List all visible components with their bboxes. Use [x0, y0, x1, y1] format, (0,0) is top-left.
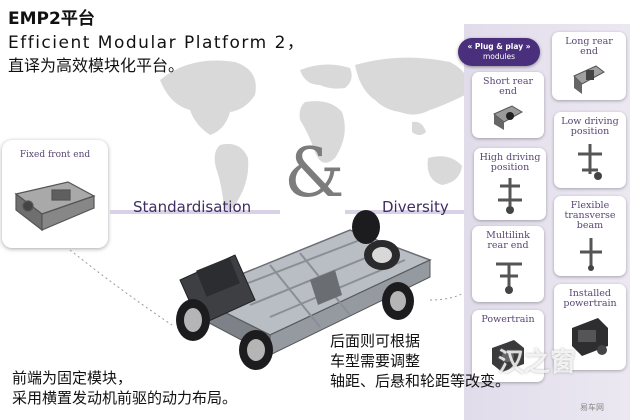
ampersand: & — [284, 134, 345, 213]
rear-caption: 后面则可根据 车型需要调整 轴距、后悬和轮距等改变。 — [330, 331, 510, 391]
rear-caption-line: 车型需要调整 — [330, 352, 421, 370]
module-label-line: position — [490, 162, 530, 173]
module-label-line: end — [499, 86, 517, 97]
high-driving-position-image — [498, 178, 522, 214]
powertrain-image — [492, 340, 524, 372]
front-end-caption-line: 前端为固定模块， — [12, 369, 133, 387]
module-label-line: powertrain — [563, 298, 617, 309]
page-subtitle: Efficient Modular Platform 2， — [8, 33, 306, 53]
module-label-line: Multilink — [486, 230, 530, 241]
module-label-line: end — [580, 46, 598, 57]
page-translation: 直译为高效模块化平台。 — [8, 56, 185, 75]
module-label-line: Powertrain — [481, 314, 535, 325]
front-end-caption-line: 采用横置发动机前驱的动力布局。 — [12, 389, 238, 407]
installed-powertrain-image — [572, 318, 608, 356]
plug-and-play-badge: « Plug & play » modules — [458, 38, 540, 66]
module-label-line: transverse — [564, 210, 616, 221]
badge-title: « Plug & play » — [467, 42, 531, 51]
flexible-transverse-beam-image — [580, 238, 602, 271]
module-label-line: Flexible — [570, 200, 610, 211]
fixed-front-end-label: Fixed front end — [19, 150, 91, 160]
module-label-line: position — [570, 126, 610, 137]
front-end-caption: 前端为固定模块， 采用横置发动机前驱的动力布局。 — [12, 368, 237, 408]
module-card-powertrain: Powertrain — [472, 310, 544, 382]
world-map — [160, 57, 468, 211]
rear-caption-line: 轴距、后悬和轮距等改变。 — [330, 372, 511, 390]
module-label-line: rear end — [487, 240, 529, 251]
diversity-label: Diversity — [382, 198, 449, 216]
module-label-line: Long rear — [565, 36, 613, 47]
module-label-line: Installed — [568, 288, 611, 299]
standardisation-bar — [110, 210, 280, 214]
module-label-line: Low driving — [561, 116, 619, 127]
module-label-line: Short rear — [482, 76, 534, 87]
watermark-source: 易车网 — [580, 403, 604, 412]
low-driving-position-image — [578, 144, 602, 180]
module-label-line: beam — [576, 220, 604, 231]
page-title: EMP2平台 — [8, 9, 95, 29]
fixed-front-end-card: Fixed front end — [2, 140, 108, 248]
watermark: 汉之窗 — [498, 348, 577, 378]
standardisation-label: Standardisation — [133, 198, 252, 216]
short-rear-end-image — [493, 105, 523, 130]
long-rear-end-image — [573, 65, 605, 94]
module-label-line: High driving — [479, 152, 541, 163]
rear-caption-line: 后面则可根据 — [330, 332, 421, 350]
front-end-module-image — [14, 181, 96, 232]
badge-subtitle: modules — [482, 52, 515, 61]
diversity-bar — [345, 210, 465, 214]
multilink-rear-end-image — [496, 262, 522, 294]
car-chassis-image — [176, 210, 432, 370]
